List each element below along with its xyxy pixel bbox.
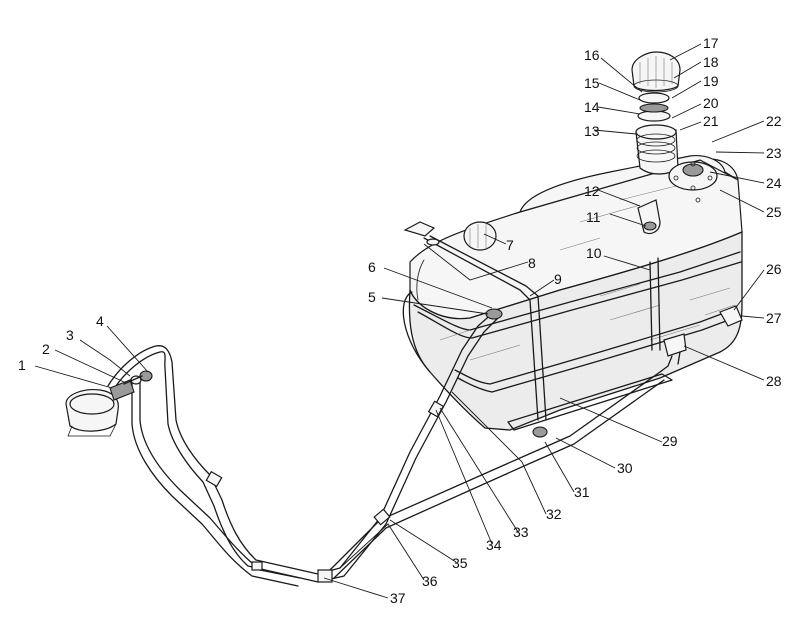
callout-10: 10 xyxy=(586,245,602,261)
callout-22: 22 xyxy=(766,113,782,129)
callout-labels: 1 2 3 4 5 6 7 8 9 10 11 12 13 14 15 16 1… xyxy=(18,35,782,606)
callout-36: 36 xyxy=(422,573,438,589)
callout-14: 14 xyxy=(584,99,600,115)
callout-23: 23 xyxy=(766,145,782,161)
callout-3: 3 xyxy=(66,327,74,343)
callout-1: 1 xyxy=(18,357,26,373)
callout-20: 20 xyxy=(703,95,719,111)
tank-straps xyxy=(403,221,661,421)
callout-6: 6 xyxy=(368,259,376,275)
callout-35: 35 xyxy=(452,555,468,571)
callout-30: 30 xyxy=(617,460,633,476)
callout-28: 28 xyxy=(766,373,782,389)
callout-26: 26 xyxy=(766,261,782,277)
fuel-filter-assembly xyxy=(65,370,153,437)
callout-32: 32 xyxy=(546,506,562,522)
fuel-lines xyxy=(107,308,665,587)
callout-9: 9 xyxy=(554,271,562,287)
callout-4: 4 xyxy=(96,313,104,329)
callout-12: 12 xyxy=(584,183,600,199)
leader-lines xyxy=(34,43,765,599)
callout-2: 2 xyxy=(42,341,50,357)
callout-29: 29 xyxy=(662,433,678,449)
callout-5: 5 xyxy=(368,289,376,305)
callout-21: 21 xyxy=(703,113,719,129)
fuel-tank xyxy=(402,155,743,431)
callout-11: 11 xyxy=(586,209,601,225)
callout-31: 31 xyxy=(574,484,590,500)
callout-25: 25 xyxy=(766,204,782,220)
callout-8: 8 xyxy=(528,255,536,271)
callout-27: 27 xyxy=(766,310,782,326)
callout-17: 17 xyxy=(703,35,719,51)
callout-37: 37 xyxy=(390,590,406,606)
callout-19: 19 xyxy=(703,73,719,89)
callout-18: 18 xyxy=(703,54,719,70)
fuel-level-sender xyxy=(668,161,718,203)
return-fitting xyxy=(659,305,743,373)
filler-neck-assembly xyxy=(631,51,681,175)
drain-cap xyxy=(463,221,497,251)
callout-16: 16 xyxy=(584,47,600,63)
callout-24: 24 xyxy=(766,175,782,191)
callout-13: 13 xyxy=(584,123,600,139)
callout-33: 33 xyxy=(513,524,529,540)
callout-34: 34 xyxy=(486,537,502,553)
tank-support-rail xyxy=(507,373,673,431)
callout-15: 15 xyxy=(584,75,600,91)
callout-7: 7 xyxy=(506,237,514,253)
